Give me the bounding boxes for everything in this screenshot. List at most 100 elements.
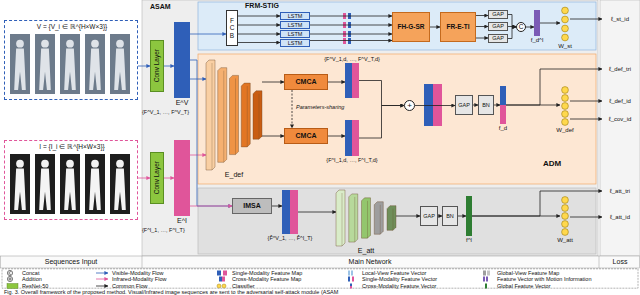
legend-label: Global Feature Vector bbox=[497, 283, 551, 289]
node-label: Main Network bbox=[349, 258, 392, 266]
legend-item: Global Feature Vector bbox=[481, 283, 551, 289]
legend-sample bbox=[217, 271, 221, 276]
node-label: LSTM bbox=[288, 31, 303, 37]
lstm-box: LSTM bbox=[280, 39, 310, 47]
classifier-unit bbox=[562, 111, 569, 118]
legend-sample bbox=[6, 270, 20, 276]
resnet-layer bbox=[362, 198, 371, 238]
legend-item: Cross-Modality Feature Vector bbox=[346, 283, 436, 289]
legend-label: Single-Modality Feature Map bbox=[232, 270, 302, 276]
node-label: E^V bbox=[176, 99, 189, 107]
flow-connector bbox=[190, 206, 232, 207]
node-label: LSTM bbox=[288, 40, 303, 46]
flow-connector bbox=[292, 90, 293, 128]
frm-panel bbox=[198, 2, 596, 50]
resnet-layer-edge bbox=[354, 197, 355, 242]
node-label: ℓ_st_id bbox=[611, 16, 629, 23]
flow-connector bbox=[262, 136, 284, 137]
resnet-layer-edge bbox=[380, 205, 381, 234]
legend-sample bbox=[216, 270, 230, 276]
flow-connector bbox=[570, 119, 602, 120]
classifier-nodes bbox=[560, 6, 570, 42]
flow-connector bbox=[415, 105, 455, 106]
flow-connector bbox=[476, 26, 488, 27]
flow-connector bbox=[238, 16, 280, 17]
legend-label: Cross-Modality Feature Vector bbox=[362, 283, 436, 289]
legend-sample bbox=[217, 284, 221, 288]
flow-connector bbox=[238, 34, 280, 35]
conv-layer: Conv Layer bbox=[150, 40, 164, 92]
legend-label: ResNet-50 bbox=[22, 283, 48, 289]
node-label: I = {I_i ∈ ℝ^{H×W×3}} bbox=[39, 143, 104, 150]
flow-connector bbox=[506, 69, 602, 105]
node-label: W_st bbox=[558, 43, 572, 50]
flow-connector bbox=[540, 23, 560, 24]
legend-sample bbox=[223, 271, 227, 276]
resnet-layer bbox=[241, 83, 250, 147]
divider bbox=[142, 256, 143, 268]
legend-sample bbox=[483, 277, 485, 282]
flow-connector bbox=[396, 216, 420, 217]
classifier-unit bbox=[562, 87, 569, 94]
legend-sample bbox=[9, 272, 11, 275]
fused-feature-map bbox=[424, 84, 442, 126]
section-label: Lossℓ_st_idℓ_def_triℓ_def_idℓ_cov_idℓ_at… bbox=[600, 0, 640, 268]
legend-sample bbox=[96, 285, 108, 286]
feature-map: E^I bbox=[174, 140, 190, 216]
flow-connector bbox=[570, 101, 602, 102]
resnet-layer-edge bbox=[393, 209, 394, 231]
resnet-layer-edge bbox=[367, 201, 368, 238]
resnet-layers bbox=[336, 190, 396, 246]
node-label: GAP bbox=[492, 23, 504, 29]
flow-connector bbox=[138, 66, 150, 67]
node-label: FRM-STIG bbox=[245, 2, 279, 10]
classifier-unit bbox=[562, 221, 569, 228]
node-label: Conv Layer bbox=[153, 161, 160, 194]
node-label: W_att bbox=[557, 237, 573, 244]
resnet-layer bbox=[387, 206, 396, 231]
classifier-unit bbox=[562, 7, 569, 14]
gap-box: GAP bbox=[488, 34, 508, 43]
flow-connector bbox=[164, 178, 174, 179]
resnet-layer-edge bbox=[223, 71, 224, 163]
loss-panel bbox=[600, 0, 640, 256]
resnet-layer bbox=[336, 190, 345, 246]
input-panel bbox=[0, 0, 142, 256]
flow-connector bbox=[262, 82, 284, 83]
module-label: ASAM bbox=[150, 3, 171, 11]
process-box: IMSA bbox=[232, 198, 272, 214]
gap-box: GAP bbox=[455, 95, 473, 115]
loss-term: ℓ_cov_id bbox=[602, 114, 638, 124]
flow-connector bbox=[526, 27, 534, 28]
legend-label: Single-Modality Feature Vector bbox=[362, 276, 437, 282]
classifier-unit bbox=[562, 95, 569, 102]
legend-item: Concat bbox=[6, 270, 39, 276]
node-label: V = {V_i ∈ ℝ^{H×W×3}} bbox=[37, 23, 108, 30]
legend-label: Local-View Feature Vector bbox=[362, 270, 426, 276]
node-label: Loss bbox=[613, 258, 628, 266]
process-box: CMCA bbox=[284, 128, 328, 144]
legend-sample bbox=[352, 277, 354, 282]
legend-label: Feature Vector with Motion Information bbox=[497, 276, 591, 282]
node-label: BN bbox=[446, 213, 454, 219]
sequence-label: {F^I_1, …, F^I_T} bbox=[142, 227, 185, 233]
infrared-frames bbox=[10, 154, 130, 214]
legend-label: Concat bbox=[22, 270, 39, 276]
legend-sample bbox=[487, 271, 490, 276]
flow-connector bbox=[328, 82, 345, 83]
legend-label: Infrared-Modality Flow bbox=[112, 276, 166, 282]
node-label: C bbox=[519, 24, 524, 31]
legend-sample bbox=[96, 273, 108, 274]
legend-sample bbox=[486, 277, 488, 282]
node-label: W_def bbox=[556, 127, 573, 134]
flow-connector bbox=[238, 25, 280, 26]
node-label: f_d bbox=[499, 125, 507, 132]
legend-frame bbox=[2, 269, 638, 288]
node-label: ℓ_def_tri bbox=[609, 66, 631, 73]
lstm-box: LSTM bbox=[280, 21, 310, 29]
flow-connector bbox=[472, 191, 602, 216]
node-label: CMCA bbox=[296, 78, 317, 86]
process-box: CMCA bbox=[284, 74, 328, 90]
flow-connector bbox=[570, 217, 602, 218]
node-label: IMSA bbox=[243, 202, 261, 210]
